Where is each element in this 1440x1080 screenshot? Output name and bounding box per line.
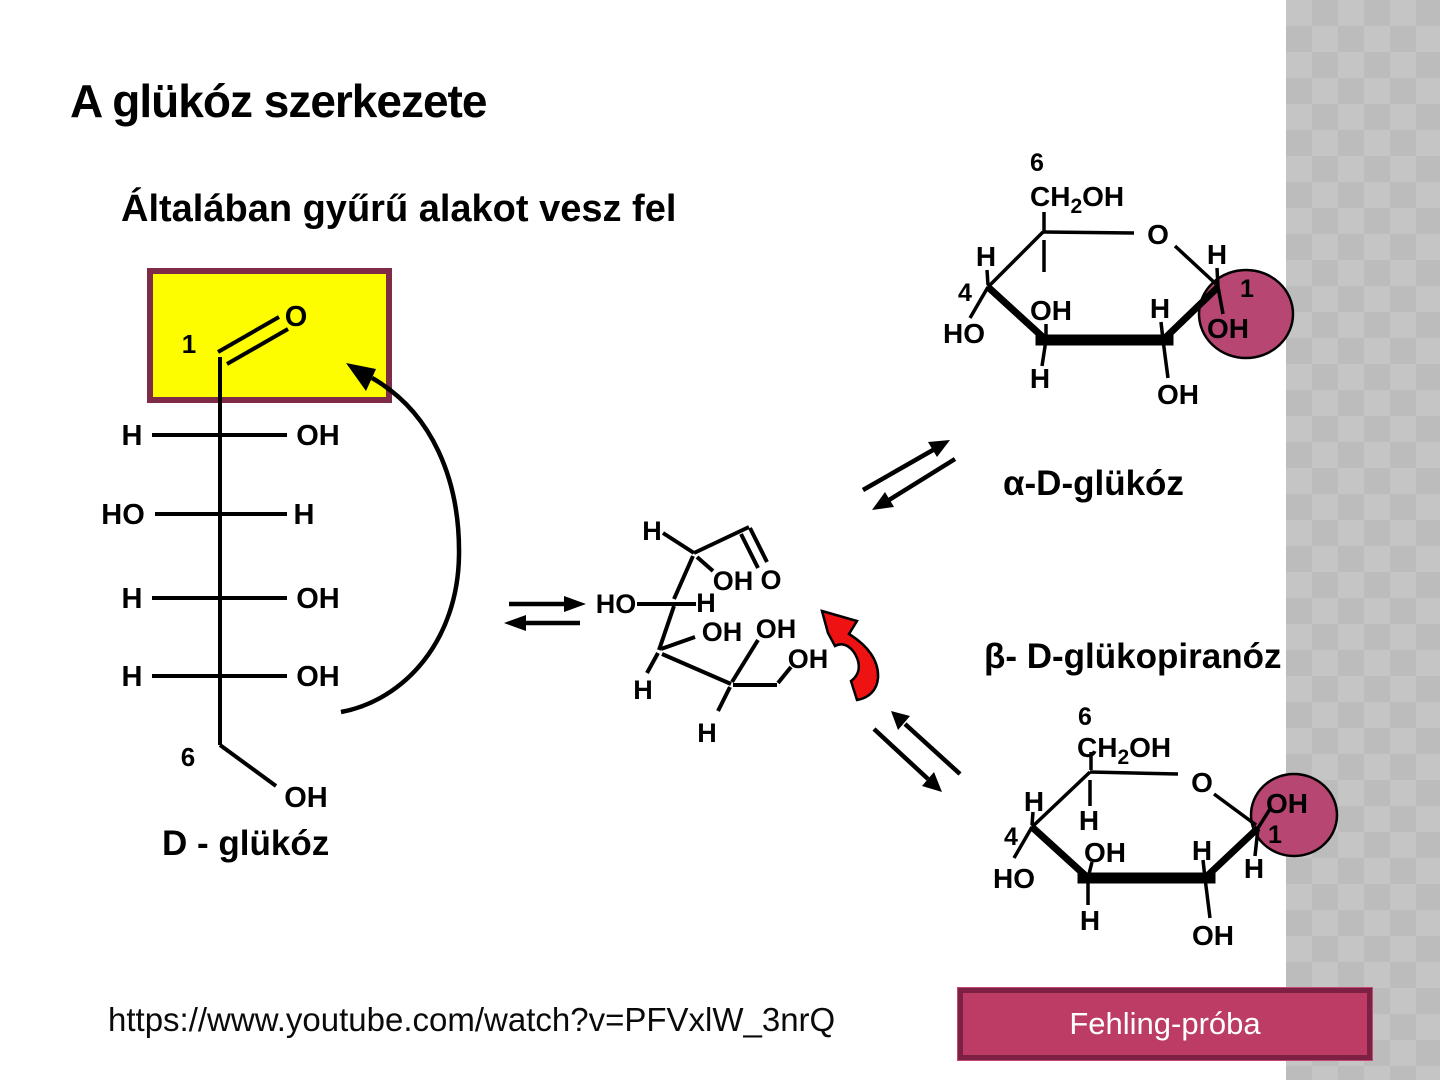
beta-c6-number: 6 bbox=[1078, 703, 1092, 731]
open-chain-h-c3: H bbox=[696, 588, 716, 618]
alpha-h-c2: H bbox=[1150, 293, 1170, 324]
background-diamond-stripe bbox=[1286, 0, 1440, 1080]
alpha-h-c4: H bbox=[976, 241, 996, 272]
beta-structure-name: β- D-glükopiranóz bbox=[984, 637, 1282, 676]
beta-oh-c2: OH bbox=[1192, 920, 1234, 951]
fischer-c6-number: 6 bbox=[181, 742, 195, 772]
aldehyde-highlight-box bbox=[147, 268, 392, 403]
fischer-row1-right: OH bbox=[296, 420, 340, 452]
fischer-row3-left: H bbox=[122, 583, 143, 615]
beta-ring-o: O bbox=[1191, 767, 1213, 798]
alpha-h-c3: H bbox=[1030, 363, 1050, 394]
cyclization-arrow bbox=[340, 363, 462, 715]
fischer-row2-right: H bbox=[294, 499, 315, 531]
beta-c4-number: 4 bbox=[1004, 823, 1018, 851]
beta-ring-bonds bbox=[1012, 752, 1272, 919]
open-chain-oh-c6: OH bbox=[788, 644, 829, 674]
fischer-c6-oh: OH bbox=[284, 782, 328, 814]
open-chain-bonds bbox=[637, 525, 793, 712]
alpha-oh-c3: OH bbox=[1030, 295, 1072, 326]
open-chain-h-top: H bbox=[642, 516, 662, 546]
open-chain-oh-c5: OH bbox=[756, 614, 797, 644]
alpha-c6-number: 6 bbox=[1030, 149, 1044, 177]
fehling-proba-button[interactable]: Fehling-próba bbox=[957, 987, 1373, 1061]
red-curved-arrow bbox=[820, 609, 880, 702]
beta-ho-c4: HO bbox=[993, 863, 1035, 894]
fischer-row2-left: HO bbox=[101, 499, 145, 531]
beta-labels: 6 CH2OH O H 4 HO H OH H OH 1 H H OH bbox=[993, 703, 1308, 951]
open-chain-oh-c2: OH bbox=[713, 566, 754, 596]
fischer-row4-right: OH bbox=[296, 661, 340, 693]
beta-h-c3: H bbox=[1080, 905, 1100, 936]
open-chain-aldehyde-o: O bbox=[760, 565, 781, 595]
alpha-oh-c2: OH bbox=[1157, 379, 1199, 410]
beta-h-c1: H bbox=[1244, 853, 1264, 884]
open-chain-labels: H OH O HO H OH OH OH H H bbox=[596, 516, 829, 748]
fischer-row4-left: H bbox=[122, 661, 143, 693]
open-chain-h-c4: H bbox=[633, 675, 653, 705]
slide-title: A glükóz szerkezete bbox=[70, 75, 487, 127]
alpha-ch2oh: CH2OH bbox=[1030, 181, 1124, 218]
open-chain-h-c5: H bbox=[697, 718, 717, 748]
alpha-oh-c1: OH bbox=[1207, 313, 1249, 344]
beta-h-c5: H bbox=[1079, 805, 1099, 836]
alpha-labels: 6 CH2OH O H 4 HO OH H H 1 OH H OH bbox=[943, 149, 1254, 410]
fischer-row1-left: H bbox=[122, 420, 143, 452]
fehling-proba-label: Fehling-próba bbox=[1069, 1006, 1261, 1041]
fischer-structure-name: D - glükóz bbox=[162, 824, 330, 863]
open-chain-ho-c3: HO bbox=[596, 589, 637, 619]
equilibrium-arrows-left bbox=[504, 596, 586, 631]
fischer-row3-right: OH bbox=[296, 583, 340, 615]
alpha-oh-highlight-ellipse bbox=[1197, 268, 1295, 360]
alpha-ring-o: O bbox=[1147, 219, 1169, 250]
beta-oh-c3: OH bbox=[1084, 837, 1126, 868]
alpha-c1-number: 1 bbox=[1240, 275, 1254, 303]
slide-subtitle: Általában gyűrű alakot vesz fel bbox=[121, 188, 677, 230]
equilibrium-arrows-beta bbox=[872, 711, 962, 792]
alpha-structure-name: α-D-glükóz bbox=[1003, 464, 1184, 503]
beta-c1-number: 1 bbox=[1268, 821, 1282, 849]
beta-ch2oh: CH2OH bbox=[1077, 732, 1171, 769]
open-chain-oh-c4: OH bbox=[702, 617, 743, 647]
alpha-ho-c4: HO bbox=[943, 318, 985, 349]
alpha-c4-number: 4 bbox=[958, 279, 972, 307]
beta-h-c4: H bbox=[1024, 786, 1044, 817]
alpha-ring-bonds bbox=[968, 212, 1225, 379]
equilibrium-arrows-alpha bbox=[861, 440, 957, 510]
youtube-url[interactable]: https://www.youtube.com/watch?v=PFVxlW_3… bbox=[108, 1001, 836, 1038]
beta-h-c2: H bbox=[1192, 835, 1212, 866]
alpha-h-c1: H bbox=[1207, 239, 1227, 270]
